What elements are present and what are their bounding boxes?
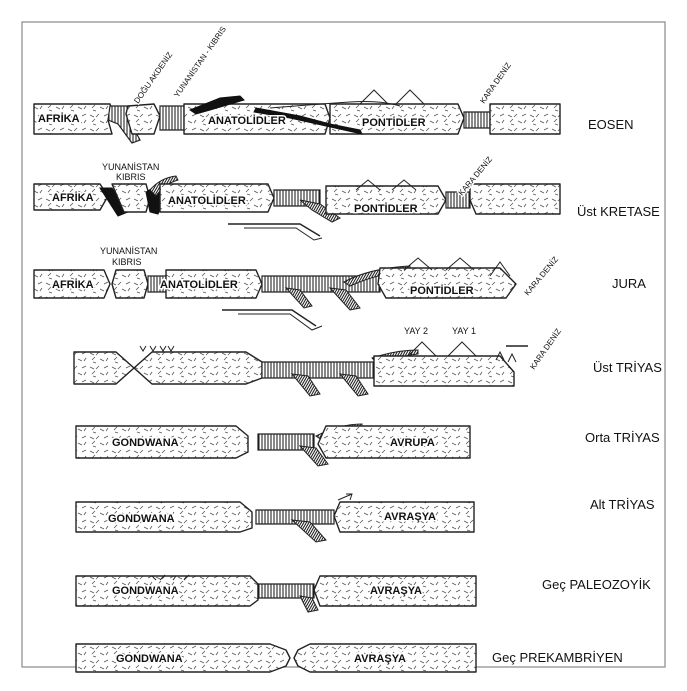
label-dogu-akdeniz: DOĞU AKDENİZ (132, 50, 174, 105)
label-pontidler-jura: PONTİDLER (410, 284, 474, 297)
era-ust-triyas: Üst TRİYAS (593, 360, 662, 375)
label-avrasya-alt: AVRAŞYA (384, 511, 436, 523)
label-avrupa: AVRUPA (390, 437, 435, 449)
gondwana-block-prekambriyen (76, 644, 290, 672)
eosen-volcano-2 (396, 90, 424, 104)
era-alt-triyas: Alt TRİYAS (590, 497, 655, 512)
eosen-strip-1 (160, 106, 184, 130)
label-yunanistan-kretase: YUNANİSTAN (102, 162, 159, 172)
label-kibris-kretase: KIBRIS (116, 172, 146, 182)
era-ust-kretase: Üst KRETASE (577, 204, 660, 219)
label-afrika-jura: AFRİKA (52, 278, 94, 291)
kretase-right-block (470, 184, 560, 214)
panel-eosen: AFRİKA DOĞU AKDENİZ YUNANİSTAN - KIBRIS … (34, 25, 634, 143)
panel-alt-triyas: GONDWANA AVRAŞYA Alt TRİYAS (76, 494, 655, 542)
paleozoyik-strip (258, 584, 314, 598)
jura-fault-arrow (222, 310, 316, 326)
triyas-left-block-2 (134, 352, 262, 384)
era-jura: JURA (612, 276, 646, 291)
yunanistan-kibris-block-jura (112, 270, 148, 298)
panel-gec-paleozoyik: GONDWANA AVRAŞYA Geç PALEOZOYİK (76, 575, 651, 612)
era-gec-paleozoyik: Geç PALEOZOYİK (542, 577, 651, 592)
label-anatolidler-jura: ANATOLİDLER (160, 278, 238, 291)
label-yay2: YAY 2 (404, 326, 428, 336)
panel-ust-kretase: YUNANİSTAN KIBRIS AFRİKA ANATOLİDLER PON… (34, 155, 660, 240)
label-yunanistan-jura: YUNANİSTAN (100, 246, 157, 256)
label-afrika-kretase: AFRİKA (52, 191, 94, 204)
paleozoyik-subduct (300, 596, 318, 612)
label-anatolidler-kretase: ANATOLİDLER (168, 194, 246, 207)
label-gondwana-alt: GONDWANA (108, 513, 175, 525)
alt-triyas-small-arrow (338, 494, 352, 500)
label-kara-deniz-eosen: KARA DENİZ (478, 61, 513, 105)
label-kara-deniz-triyas: KARA DENİZ (528, 327, 563, 371)
label-anatolidler-eosen: ANATOLİDLER (208, 114, 286, 127)
label-avrasya-prekambriyen: AVRAŞYA (354, 653, 406, 665)
yunanistan-kibris-block (126, 104, 160, 134)
era-gec-prekambriyen: Geç PREKAMBRİYEN (492, 650, 623, 665)
label-gondwana-prekambriyen: GONDWANA (116, 653, 183, 665)
label-yay1: YAY 1 (452, 326, 476, 336)
panel-orta-triyas: GONDWANA AVRUPA Orta TRİYAS (76, 424, 660, 466)
label-afrika-eosen: AFRİKA (38, 112, 80, 125)
triyas-v-marks (140, 346, 174, 351)
era-orta-triyas: Orta TRİYAS (585, 430, 660, 445)
triyas-right-block (374, 356, 514, 386)
kara-deniz-crust-eosen (464, 112, 490, 128)
era-eosen: EOSEN (588, 117, 634, 132)
label-pontidler-kretase: PONTİDLER (354, 202, 418, 215)
kara-deniz-crust-kretase (446, 192, 470, 208)
panel-jura: YUNANİSTAN KIBRIS AFRİKA ANATOLİDLER PON… (34, 246, 646, 330)
yay1-volcano (448, 342, 476, 356)
triyas-left-block-1 (74, 352, 134, 384)
panel-ust-triyas: YAY 2 YAY 1 KARA DENİZ Üst TRİYAS (74, 326, 662, 396)
label-pontidler-eosen: PONTİDLER (362, 116, 426, 129)
label-yunanistan-kibris-eosen: YUNANİSTAN - KIBRIS (172, 25, 228, 99)
ust-triyas-strip (262, 362, 374, 378)
label-gondwana-paleozoyik: GONDWANA (112, 585, 179, 597)
eosen-right-block (490, 104, 560, 134)
panel-gec-prekambriyen: GONDWANA AVRAŞYA Geç PREKAMBRİYEN (76, 644, 623, 672)
label-gondwana-orta: GONDWANA (112, 437, 179, 449)
label-avrasya-paleozoyik: AVRAŞYA (370, 585, 422, 597)
label-kara-deniz-jura: KARA DENİZ (523, 255, 561, 297)
label-kibris-jura: KIBRIS (112, 257, 142, 267)
